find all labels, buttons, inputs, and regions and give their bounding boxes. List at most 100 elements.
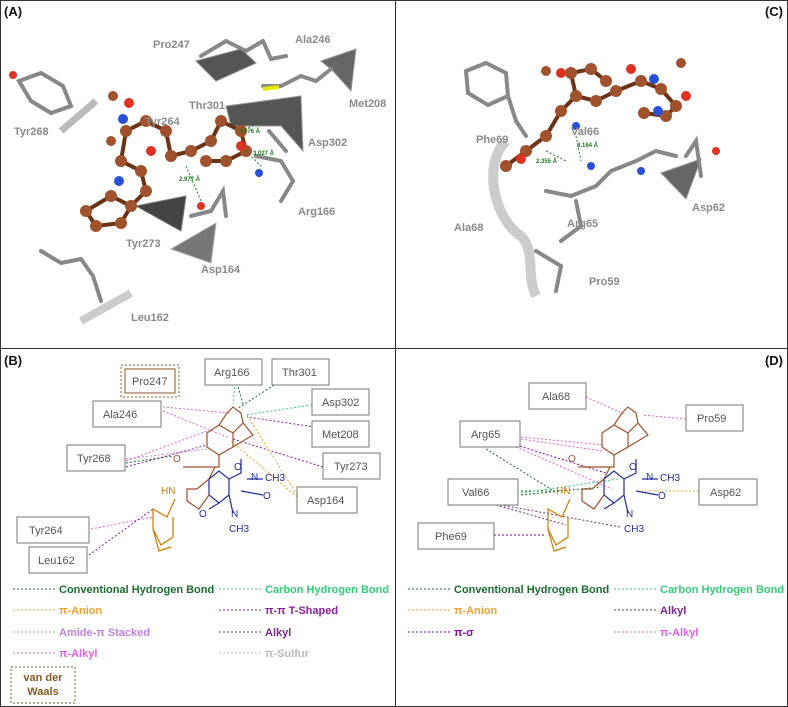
legend-pi-anion: π-Anion [454,605,498,617]
atom-hn: HN [556,486,570,497]
residue-box: Leu162 [28,546,88,574]
residue-box: Asp62 [698,478,758,506]
panel-d-letter: (D) [764,353,783,368]
residue-box-label: Pro247 [132,376,167,388]
legend-pi-sulfur: π-Sulfur [265,648,310,660]
atom-o: O [629,462,637,473]
dist-label-1: 3.376 Å [239,128,261,135]
residue-box-label: Ala246 [103,409,137,421]
residue-label: Arg166 [298,206,335,218]
residue-box-label: Asp302 [322,397,359,409]
panel-c: (C) 2.355 Å 3.164 [395,0,788,349]
residue-box: Ala246 [92,400,162,428]
residue-label: Thr301 [189,100,225,112]
residue-label: Tyr273 [126,238,161,250]
ribbon-pro247 [195,48,257,82]
residue-box: Pro59 [685,404,744,432]
residue-box: Asp164 [296,486,358,514]
ribbon-tyr268 [58,98,99,134]
residue-box: Tyr264 [16,516,90,544]
panel-b-letter: (B) [4,353,23,368]
atom-n: N [626,509,633,520]
residue-label: Tyr268 [14,126,49,138]
atom-o: O [568,454,576,465]
atom-ch3: CH3 [624,524,644,535]
residue-label: Tyr264 [145,116,181,128]
residue-label: Val66 [571,126,599,138]
legend-conv-hb: Conventional Hydrogen Bond [454,584,609,596]
panel-b: (B) [0,348,396,707]
legend-pipi-t: π-π T-Shaped [265,605,338,617]
atom-o: O [199,509,207,520]
residue-label: Asp302 [308,137,347,149]
residue-label: Pro247 [153,39,190,51]
dist-label-2: 3.164 Å [577,142,599,149]
residue-box: Phe69 [417,522,495,550]
residue-label: Leu162 [131,312,169,324]
atom-ch3: CH3 [660,473,680,484]
atom-n: N [251,472,258,483]
legend-pi-alkyl: π-Alkyl [59,648,97,660]
residue-box: Val66 [447,478,519,506]
residue-label: Phe69 [476,134,508,146]
legend-alkyl: Alkyl [265,627,291,639]
panel-c-letter: (C) [764,4,783,19]
panel-a-letter: (A) [4,4,23,19]
residue-box-label: Tyr264 [29,525,63,537]
dist-label-1: 2.355 Å [536,158,558,165]
atom-n: N [646,472,653,483]
ribbon-asp62 [660,158,702,200]
residue-label: Arg65 [567,218,598,230]
atom-o: O [173,454,181,465]
residue-box-pro247: Pro247 [120,364,180,398]
legend: Conventional Hydrogen Bond Carbon Hydrog… [10,584,389,704]
residue-label: Ala68 [454,222,483,234]
panel-d-2d-diagram: O N CH3 O N CH3 O HN Ala68 Pro59 Arg65 V… [408,382,784,639]
panel-a-3d-view: 3.376 Å 3.027 Å 2.977 Å Pro247 Ala246 Me… [9,34,386,325]
ribbon-met208 [319,48,357,93]
dist-label-3: 2.977 Å [179,176,201,183]
residue-box: Tyr268 [66,444,126,472]
residue-box-label: Pro59 [697,413,726,425]
atom-ch3: CH3 [265,473,285,484]
residue-label: Ala246 [295,34,330,46]
residue-box-label: Thr301 [282,367,317,379]
legend-carbon-hb: Carbon Hydrogen Bond [660,584,784,596]
legend-carbon-hb: Carbon Hydrogen Bond [265,584,389,596]
atom-o: O [263,491,271,502]
legend-amide-pi: Amide-π Stacked [59,627,150,639]
ribbon-main [488,137,541,299]
ribbon-leu162 [79,289,133,325]
atom-n: N [231,509,238,520]
panel-d: (D) [395,348,788,707]
residue-box: Asp302 [311,388,370,416]
residue-box-label: Tyr273 [334,461,368,473]
atom-o: O [234,462,242,473]
residue-box: Ala68 [528,382,587,410]
residue-label: Pro59 [589,276,620,288]
residue-box-label: Asp62 [710,487,741,499]
residue-box: Arg65 [459,420,521,448]
residue-box-label: Arg166 [214,367,249,379]
residue-box: Thr301 [271,358,330,386]
residue-label: Asp164 [201,264,241,276]
ribbon-thr301 [225,95,304,153]
residue-box-label: Leu162 [38,555,75,567]
residue-box-label: Met208 [322,429,359,441]
legend-pi-anion: π-Anion [59,605,103,617]
atom-hn: HN [161,486,175,497]
atom-o: O [658,491,666,502]
ribbon-tyr273 [134,195,187,232]
residue-box-label: Phe69 [435,531,467,543]
legend-alkyl: Alkyl [660,605,686,617]
atom-ch3: CH3 [229,524,249,535]
residue-label: Met208 [349,98,386,110]
dist-label-2: 3.027 Å [253,150,275,157]
legend-pi-sigma: π-σ [454,627,474,639]
residue-box-label: Ala68 [542,391,570,403]
residue-box: Arg166 [204,358,263,386]
residue-box-label: Val66 [462,487,489,499]
residue-box-label: Tyr268 [77,453,111,465]
residue-label: Asp62 [692,202,725,214]
panel-c-3d-view: 2.355 Å 3.164 Å Phe69 Val66 Arg65 Asp62 … [454,58,725,299]
